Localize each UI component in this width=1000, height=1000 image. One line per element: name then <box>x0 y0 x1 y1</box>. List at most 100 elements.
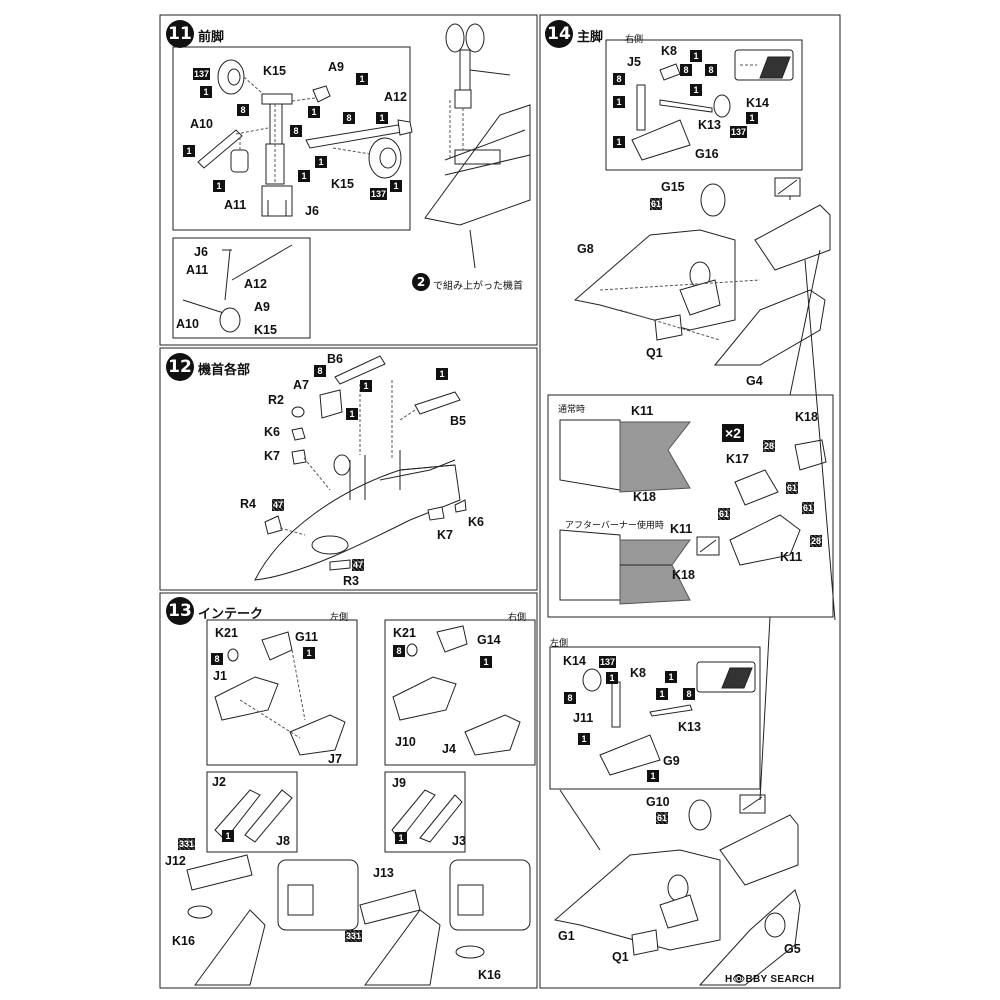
paint-code-47: 47 <box>352 559 365 571</box>
paint-code-8: 8 <box>343 112 355 124</box>
paint-code-8: 8 <box>683 688 695 700</box>
paint-code-1: 1 <box>346 408 358 420</box>
part-label-q1: Q1 <box>646 346 663 360</box>
paint-code-8: 8 <box>237 104 249 116</box>
part-label-j6: J6 <box>305 204 319 218</box>
paint-code-1: 1 <box>656 688 668 700</box>
watermark-text: H👁BBY SEARCH <box>725 974 815 985</box>
paint-code-61: 61 <box>656 812 669 824</box>
part-label-k16: K16 <box>172 934 195 948</box>
paint-code-1: 1 <box>315 156 327 168</box>
part-label-g14: G14 <box>477 633 501 647</box>
part-label-a7: A7 <box>293 378 309 392</box>
part-label-k8: K8 <box>661 44 677 58</box>
paint-code-1: 1 <box>578 733 590 745</box>
paint-code-331: 331 <box>178 838 196 850</box>
part-label-a9: A9 <box>328 60 344 74</box>
paint-code-1: 1 <box>222 830 234 842</box>
paint-code-47: 47 <box>272 499 285 511</box>
paint-code-1: 1 <box>303 647 315 659</box>
paint-code-137: 137 <box>370 188 388 200</box>
part-label-k7: K7 <box>264 449 280 463</box>
part-label-k8-left: K8 <box>630 666 646 680</box>
part-label-k18: K18 <box>633 490 656 504</box>
part-label-r2: R2 <box>268 393 284 407</box>
nose-ref-text: で組み上がった機首 <box>433 281 523 292</box>
part-label-k13: K13 <box>698 118 721 132</box>
paint-code-1: 1 <box>613 136 625 148</box>
times-two-badge: ×2 <box>722 424 744 442</box>
paint-code-1: 1 <box>200 86 212 98</box>
paint-code-1: 1 <box>746 112 758 124</box>
part-label-j2: J2 <box>212 775 226 789</box>
paint-code-1: 1 <box>690 50 702 62</box>
paint-code-8: 8 <box>564 692 576 704</box>
part-label-j8: J8 <box>276 834 290 848</box>
normal-state-label: 通常時 <box>558 405 586 415</box>
step-13-number: 13 <box>166 597 194 625</box>
paint-code-61: 61 <box>802 502 815 514</box>
part-label-g16: G16 <box>695 147 719 161</box>
part-label-g5: G5 <box>784 942 801 956</box>
part-label-k13-left: K13 <box>678 720 701 734</box>
part-label-k18-x2: K18 <box>795 410 818 424</box>
part-label-j13: J13 <box>373 866 394 880</box>
step-12-number: 12 <box>166 353 194 381</box>
step-11-title: 前脚 <box>198 30 225 45</box>
left-side-label: 左側 <box>330 613 349 623</box>
paint-code-1: 1 <box>356 73 368 85</box>
sub-label-k15: K15 <box>254 323 277 337</box>
part-label-b5: B5 <box>450 414 466 428</box>
part-label-k11: K11 <box>631 404 654 418</box>
paint-code-1: 1 <box>690 84 702 96</box>
paint-code-1: 1 <box>390 180 402 192</box>
part-label-k11-ab: K11 <box>670 522 693 536</box>
paint-code-8: 8 <box>613 73 625 85</box>
paint-code-28: 28 <box>810 535 823 547</box>
paint-code-1: 1 <box>360 380 372 392</box>
paint-code-8: 8 <box>705 64 717 76</box>
sub-label-j6: J6 <box>194 245 208 259</box>
paint-code-1: 1 <box>376 112 388 124</box>
part-label-j10: J10 <box>395 735 416 749</box>
paint-code-8: 8 <box>290 125 302 137</box>
step-11-number: 11 <box>166 20 194 48</box>
part-label-k17: K17 <box>726 452 749 466</box>
paint-code-1: 1 <box>647 770 659 782</box>
right-side-label-14: 右側 <box>625 35 644 45</box>
afterburner-label: アフターバーナー使用時 <box>565 521 664 531</box>
paint-code-8: 8 <box>393 645 405 657</box>
sub-label-a12: A12 <box>244 277 267 291</box>
part-label-g15: G15 <box>661 180 685 194</box>
paint-code-1: 1 <box>613 96 625 108</box>
part-label-k15-lower: K15 <box>331 177 354 191</box>
part-label-k15: K15 <box>263 64 286 78</box>
part-label-q1-left: Q1 <box>612 950 629 964</box>
part-label-k7-right: K7 <box>437 528 453 542</box>
part-label-a11: A11 <box>224 198 247 212</box>
part-label-j5: J5 <box>627 55 641 69</box>
part-label-k21-right: K21 <box>393 626 416 640</box>
part-label-k18-ab: K18 <box>672 568 695 582</box>
part-label-j3: J3 <box>452 834 466 848</box>
left-side-label-14: 左側 <box>550 639 569 649</box>
paint-code-61: 61 <box>650 198 663 210</box>
sub-label-a9: A9 <box>254 300 270 314</box>
part-label-k6: K6 <box>264 425 280 439</box>
paint-code-137: 137 <box>730 126 748 138</box>
part-label-k14-left: K14 <box>563 654 586 668</box>
step-12-title: 機首各部 <box>198 363 251 378</box>
paint-code-1: 1 <box>665 671 677 683</box>
step-14-number: 14 <box>545 20 573 48</box>
part-label-g10: G10 <box>646 795 670 809</box>
part-label-j4: J4 <box>442 742 456 756</box>
part-label-k6-right: K6 <box>468 515 484 529</box>
part-label-j9: J9 <box>392 776 406 790</box>
part-label-k16-right: K16 <box>478 968 501 982</box>
part-label-g4: G4 <box>746 374 763 388</box>
part-label-j12: J12 <box>165 854 186 868</box>
paint-code-331: 331 <box>345 930 363 942</box>
paint-code-137: 137 <box>193 68 211 80</box>
